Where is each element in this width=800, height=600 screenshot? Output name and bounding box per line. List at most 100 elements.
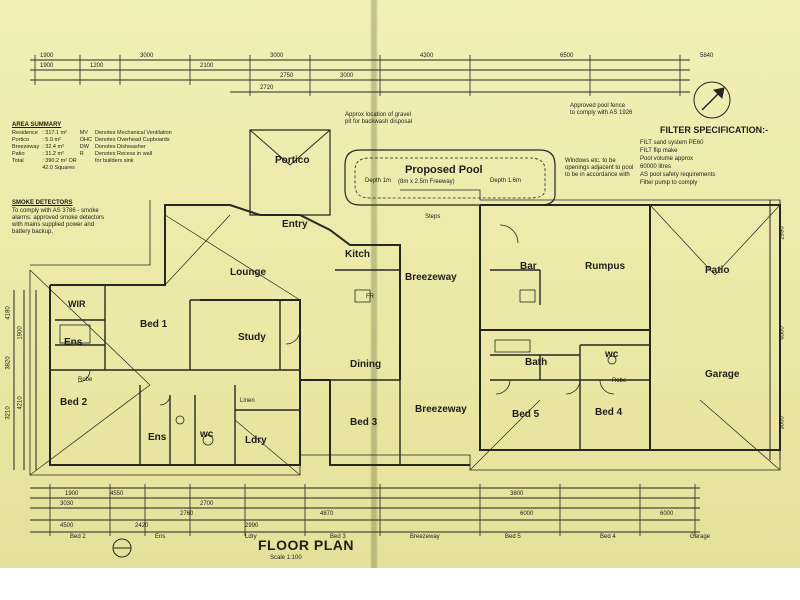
room-garage: Garage — [705, 369, 740, 380]
bottom-room-label: Ldry — [245, 534, 257, 540]
room-kitchen: Kitch — [345, 249, 370, 260]
filter-line: 60000 litres — [640, 164, 672, 170]
dimension-label: 4550 — [110, 491, 124, 497]
dimension-label: 2700 — [200, 501, 214, 507]
area-value: : 5.0 m² — [42, 137, 61, 143]
smoke-text: alarms: approved smoke detectors — [12, 215, 105, 221]
dimension-label: 4180 — [5, 306, 12, 320]
pool-depth-shallow: Depth 1m — [365, 178, 392, 184]
dimension-label: 1900 — [17, 326, 24, 340]
room-wc2: wc — [605, 349, 619, 360]
room-entry: Entry — [282, 219, 308, 230]
dimension-label: 4870 — [320, 511, 334, 517]
legend-code — [80, 158, 95, 165]
dimension-label: 6000 — [520, 511, 534, 517]
dimension-label: 1900 — [40, 53, 54, 59]
pool-note: Approved pool fence — [570, 103, 626, 109]
dimension-label: 3820 — [5, 356, 12, 370]
dimension-label: 3000 — [779, 416, 786, 430]
dimension-label: 2100 — [200, 63, 214, 69]
filter-line: FILT flip make — [640, 148, 678, 154]
robe-label: Robe — [612, 378, 627, 384]
dimension-label: 6500 — [779, 326, 786, 340]
room-dining: Dining — [350, 359, 382, 370]
legend-code: MV — [79, 130, 89, 136]
dimension-label: 1200 — [90, 63, 104, 69]
bottom-room-label: Bed 3 — [330, 534, 346, 540]
dimension-label: 2420 — [135, 523, 149, 529]
dimension-label: 3000 — [270, 53, 284, 59]
pool-note: openings adjacent to pool — [565, 165, 634, 171]
bottom-room-label: Ens — [155, 534, 166, 540]
dimension-label: 4300 — [420, 53, 434, 59]
dimension-label: 3800 — [510, 491, 524, 497]
legend-desc: for builders sink — [95, 158, 134, 164]
pool-note: pit for backwash disposal — [345, 119, 413, 125]
filter-line: FILT sand system PE60 — [640, 140, 704, 146]
room-breezeway-mid: Breezeway — [415, 404, 467, 415]
dimension-label: 3030 — [60, 501, 74, 507]
smoke-text: with mains supplied power and — [12, 222, 95, 228]
area-label: Total — [12, 158, 24, 164]
pool-note: Windows etc. to be — [565, 158, 616, 164]
legend-desc: Denotes Mechanical Ventilation — [95, 130, 172, 136]
dimension-label: 3210 — [5, 406, 12, 420]
robe-label: Robe — [78, 377, 93, 383]
area-value: : 317.1 m² — [42, 130, 67, 136]
dimension-label: 6000 — [660, 511, 674, 517]
pool-label: Proposed Pool — [405, 164, 483, 176]
area-value: 42.0 Squares — [42, 165, 75, 171]
bottom-room-label: Garage — [690, 534, 711, 540]
room-laundry: Ldry — [245, 435, 267, 446]
legend-desc: Denotes Overhead Cupboards — [95, 137, 170, 143]
filter-line: Pool volume approx — [640, 156, 694, 162]
area-label: Patio — [12, 151, 25, 157]
room-patio: Patio — [705, 265, 730, 276]
pool-note: to comply with AS 1926 — [570, 110, 633, 116]
room-portico: Portico — [275, 155, 310, 166]
room-bed1: Bed 1 — [140, 319, 168, 330]
area-label — [12, 165, 42, 172]
legend-code: R — [79, 151, 84, 157]
room-study: Study — [238, 332, 266, 343]
room-bed5: Bed 5 — [512, 409, 540, 420]
bottom-room-label: Breezeway — [410, 534, 440, 540]
dimension-label: 2750 — [280, 73, 294, 79]
smoke-heading: SMOKE DETECTORS — [12, 200, 73, 206]
smoke-text: To comply with AS 3786 - smoke — [12, 208, 99, 214]
room-breezeway-top: Breezeway — [405, 272, 457, 283]
legend-code: DW — [79, 144, 89, 150]
room-ens2: Ens — [148, 432, 167, 443]
room-wir: WIR — [68, 299, 86, 309]
steps-label: Steps — [425, 214, 441, 220]
dimension-label: 6500 — [560, 53, 574, 59]
dimension-label: 2760 — [180, 511, 194, 517]
dimension-label: 5840 — [700, 53, 714, 59]
linen-label: Linen — [240, 398, 255, 404]
room-bar: Bar — [520, 261, 537, 272]
legend-code: OHC — [79, 137, 92, 143]
filter-heading: FILTER SPECIFICATION:- — [660, 125, 769, 135]
area-value: : 390.2 m² OR — [42, 158, 77, 164]
room-ens1: Ens — [64, 337, 83, 348]
dimension-label: 2990 — [245, 523, 259, 529]
area-value: : 32.4 m² — [42, 144, 64, 150]
bottom-room-label: Bed 2 — [70, 534, 86, 540]
room-rumpus: Rumpus — [585, 261, 625, 272]
dimension-label: 3000 — [140, 53, 154, 59]
pool-note: Approx location of gravel — [345, 112, 412, 118]
filter-line: Filter pump to comply — [640, 180, 698, 186]
page-margin — [0, 568, 800, 600]
legend-desc: Denotes Recess in wall — [95, 151, 153, 157]
bottom-room-label: Bed 4 — [600, 534, 616, 540]
dimension-label: 1900 — [65, 491, 79, 497]
bottom-room-label: Bed 5 — [505, 534, 521, 540]
dimension-label: 4500 — [60, 523, 74, 529]
pool-depth-deep: Depth 1.6m — [490, 178, 522, 184]
area-label: Portico — [12, 137, 30, 143]
filter-line: AS pool safety requirements — [640, 172, 716, 178]
legend-desc: Denotes Dishwasher — [95, 144, 146, 150]
area-summary-heading: AREA SUMMARY — [12, 122, 62, 128]
